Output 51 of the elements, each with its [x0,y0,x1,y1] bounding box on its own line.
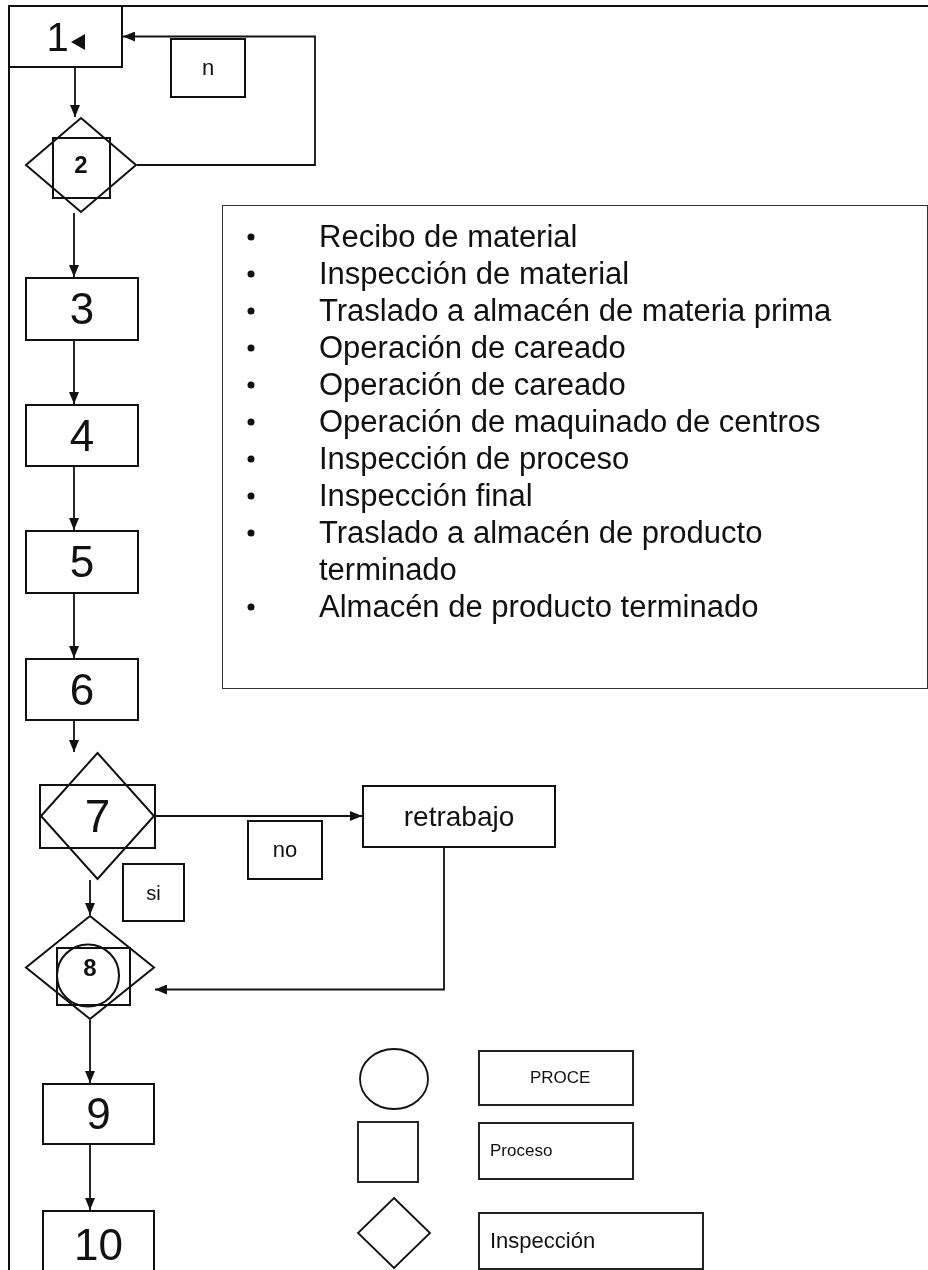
node-label: 10 [74,1223,123,1267]
process-box [8,5,123,68]
label-box [122,863,185,922]
node-label: 3 [69,287,95,331]
process-box [25,530,139,594]
arrow [69,212,79,278]
list-item-text: Operación de careado [319,329,627,366]
list-item-text: Almacén de producto terminado [319,588,760,625]
node-label: 5 [69,540,95,584]
node-label: 2 [74,153,88,177]
node-label: 8 [83,955,97,980]
list-item-text: Inspección de proceso [319,440,631,477]
arrow [85,1019,95,1084]
process-box [42,1083,155,1145]
text-panel [222,205,928,689]
legend-label: PROCE [530,1068,591,1088]
arrow [69,466,79,531]
node-label: 4 [69,413,95,458]
legend-label: Inspección [490,1228,596,1254]
arrow [85,879,95,916]
node-label: 6 [69,667,95,712]
arrow [70,67,80,118]
legend-label: Proceso [490,1141,553,1161]
node-label: 7 [84,793,111,839]
process-box [25,658,139,721]
list-item-text: Operación de maquinado de centros [319,403,822,440]
process-box [362,785,556,848]
list-item-text: Inspección de material [319,255,631,292]
arrow [122,31,316,166]
arrow [154,811,363,821]
node-label: 1 [46,16,69,57]
list-item-text: Inspección final [319,477,534,514]
node-label: retrabajo [403,802,515,831]
node-label: no [272,839,298,861]
node-label: 9 [86,1092,111,1136]
arrow [69,593,79,659]
process-box [42,1210,155,1270]
process-box [170,38,246,98]
arrow [85,1144,95,1211]
list-item-text: Traslado a almacén de materia prima [319,292,833,329]
arrow [69,340,79,405]
process-box [25,277,139,341]
list-item-text: Recibo de material [319,218,579,255]
list-item-text: Traslado a almacén de producto terminado [319,514,764,588]
node-label: si [146,882,161,903]
list-item-text: Operación de careado [319,366,627,403]
process-box [25,404,139,467]
node-label: n [201,57,215,79]
process-box [247,820,323,880]
arrow [69,720,79,753]
arrow [154,847,445,995]
